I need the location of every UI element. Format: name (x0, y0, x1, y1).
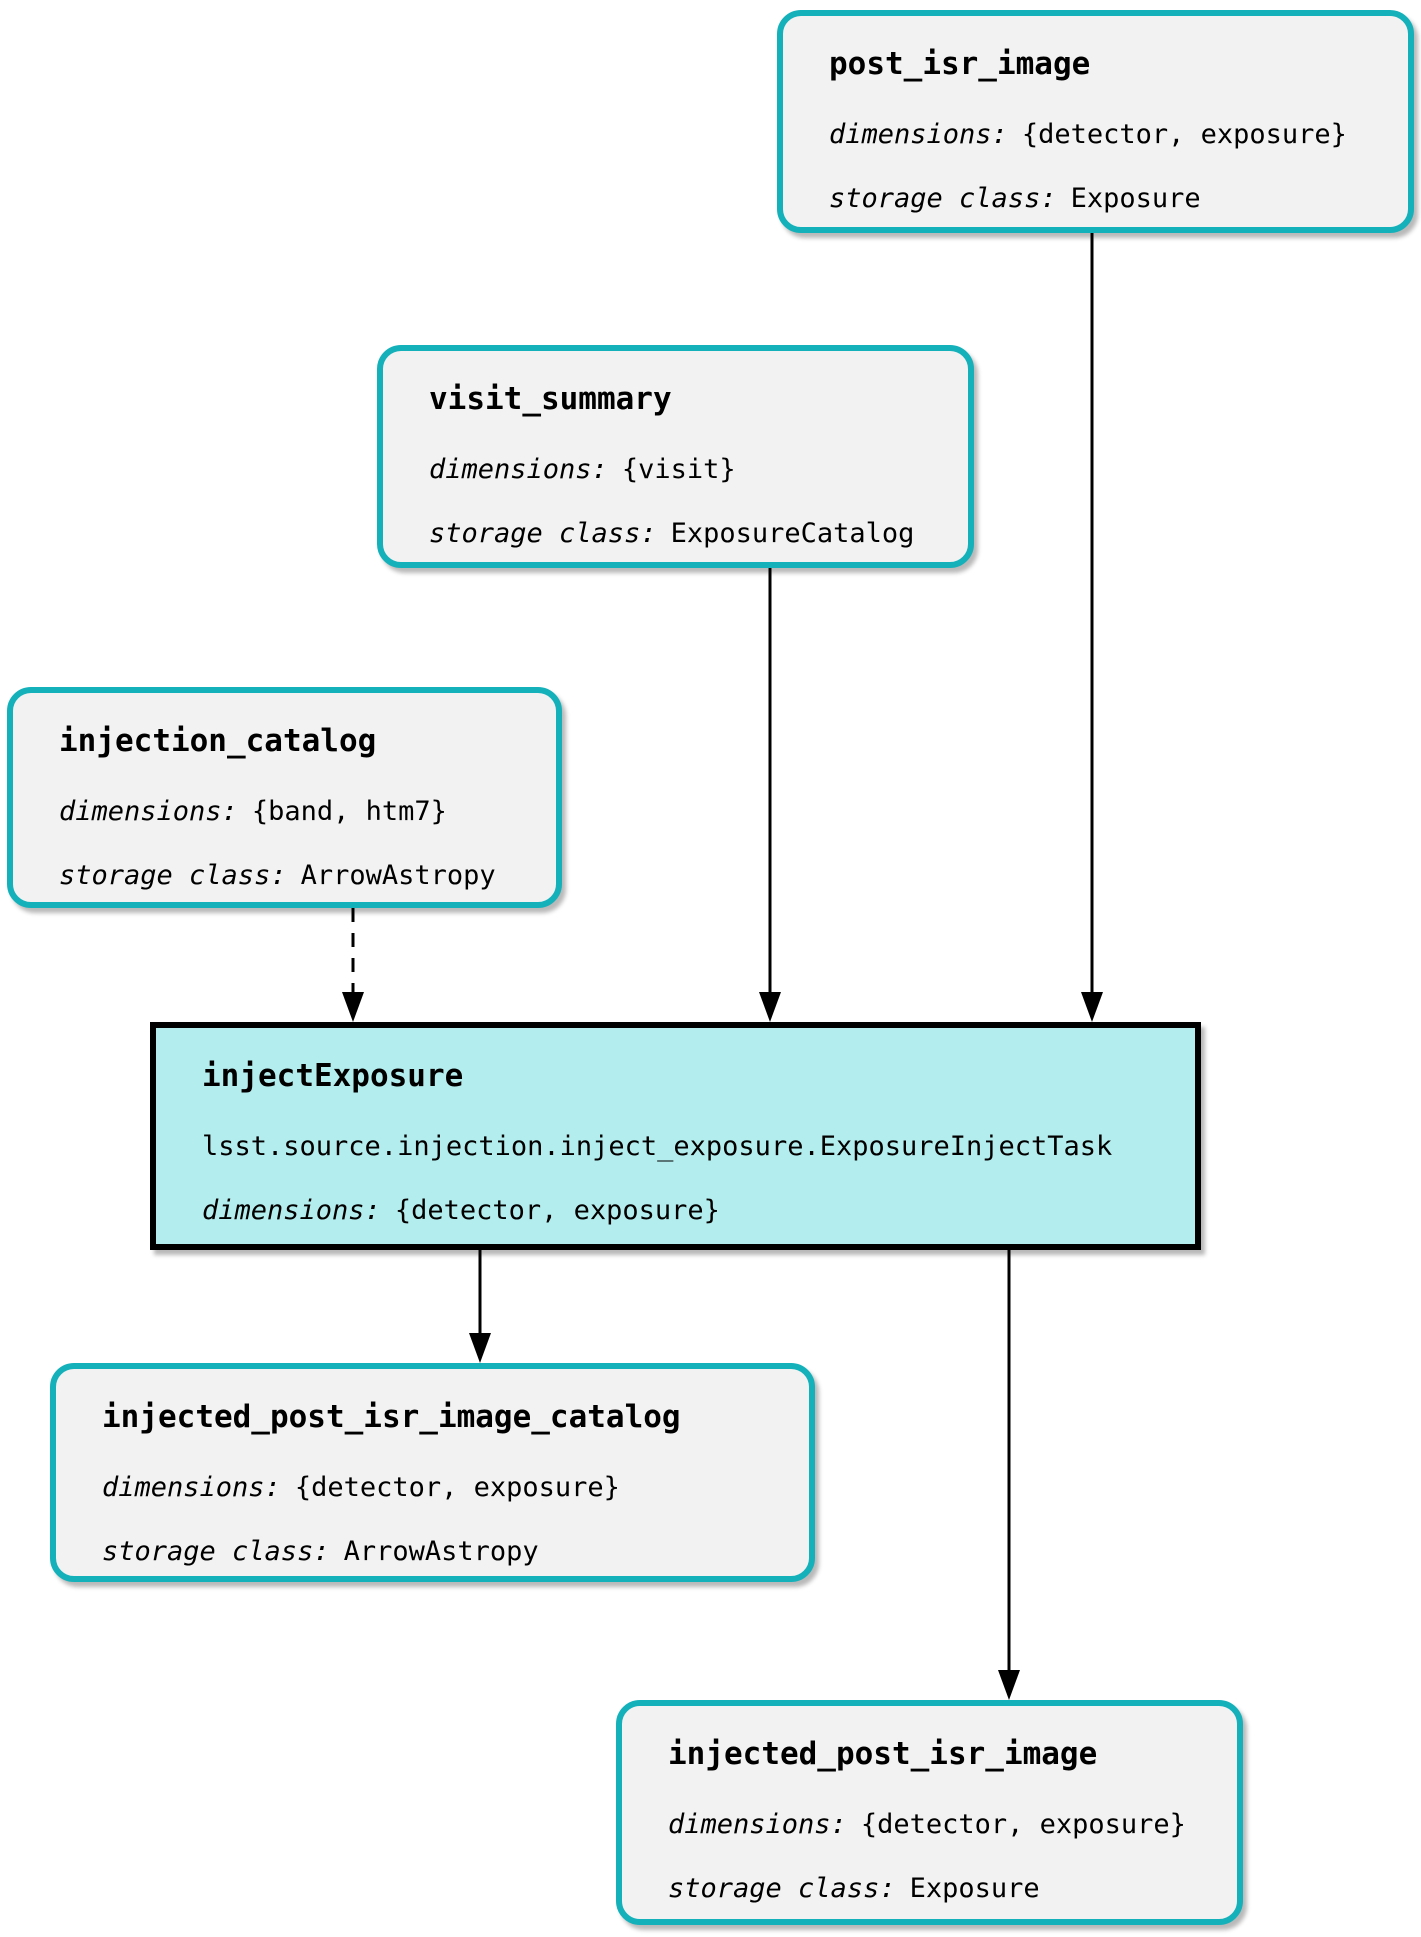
storage-class-label: storage class: (829, 183, 1057, 214)
node-storage-class: storage class: Exposure (829, 184, 1378, 214)
edge-injectexposure-to-injected-catalog (469, 1250, 491, 1363)
node-dimensions: dimensions: {detector, exposure} (102, 1473, 779, 1503)
dimensions-value: {detector, exposure} (860, 1809, 1186, 1840)
storage-class-label: storage class: (59, 860, 287, 891)
node-storage-class: storage class: ArrowAstropy (59, 861, 526, 891)
dimensions-label: dimensions: (59, 796, 238, 827)
node-dimensions: dimensions: {detector, exposure} (668, 1810, 1207, 1840)
node-injection-catalog: injection_catalog dimensions: {band, htm7… (7, 687, 562, 908)
dimensions-label: dimensions: (429, 454, 608, 485)
storage-class-value: ArrowAstropy (343, 1536, 539, 1567)
node-title: injected_post_isr_image_catalog (102, 1399, 681, 1435)
storage-class-value: Exposure (909, 1873, 1040, 1904)
storage-class-label: storage class: (429, 518, 657, 549)
node-dimensions: dimensions: {detector, exposure} (202, 1196, 1165, 1226)
dimensions-label: dimensions: (829, 119, 1008, 150)
node-dimensions: dimensions: {band, htm7} (59, 797, 526, 827)
node-title: injectExposure (202, 1058, 464, 1094)
node-title: injected_post_isr_image (668, 1736, 1098, 1772)
task-class-path: lsst.source.injection.inject_exposure.Ex… (202, 1131, 1113, 1162)
dimensions-label: dimensions: (102, 1472, 281, 1503)
storage-class-value: Exposure (1070, 183, 1201, 214)
edge-injection-catalog-to-injectexposure (342, 908, 364, 1022)
dimensions-label: dimensions: (202, 1195, 381, 1226)
storage-class-label: storage class: (668, 1873, 896, 1904)
node-title: post_isr_image (829, 46, 1091, 82)
dimensions-value: {visit} (621, 454, 736, 485)
node-injected-post-isr-image: injected_post_isr_image dimensions: {dete… (616, 1700, 1243, 1925)
edge-post-isr-image-to-injectexposure (1081, 233, 1103, 1022)
node-storage-class: storage class: Exposure (668, 1874, 1207, 1904)
node-injectexposure-task: injectExposure lsst.source.injection.inj… (150, 1022, 1201, 1250)
dimensions-label: dimensions: (668, 1809, 847, 1840)
node-title: visit_summary (429, 381, 672, 417)
dimensions-value: {band, htm7} (251, 796, 447, 827)
storage-class-value: ExposureCatalog (670, 518, 915, 549)
edge-visit-summary-to-injectexposure (759, 568, 781, 1022)
node-dimensions: dimensions: {visit} (429, 455, 938, 485)
node-dimensions: dimensions: {detector, exposure} (829, 120, 1378, 150)
node-title: injection_catalog (59, 723, 377, 759)
node-visit-summary: visit_summary dimensions: {visit} storage… (377, 345, 974, 568)
edge-injectexposure-to-injected-post-isr-image (998, 1250, 1020, 1700)
node-storage-class: storage class: ArrowAstropy (102, 1537, 779, 1567)
dimensions-value: {detector, exposure} (294, 1472, 620, 1503)
storage-class-label: storage class: (102, 1536, 330, 1567)
dimensions-value: {detector, exposure} (394, 1195, 720, 1226)
node-storage-class: storage class: ExposureCatalog (429, 519, 938, 549)
dimensions-value: {detector, exposure} (1021, 119, 1347, 150)
node-injected-post-isr-image-catalog: injected_post_isr_image_catalog dimensio… (50, 1363, 815, 1582)
storage-class-value: ArrowAstropy (300, 860, 496, 891)
node-post-isr-image: post_isr_image dimensions: {detector, exp… (777, 10, 1414, 233)
